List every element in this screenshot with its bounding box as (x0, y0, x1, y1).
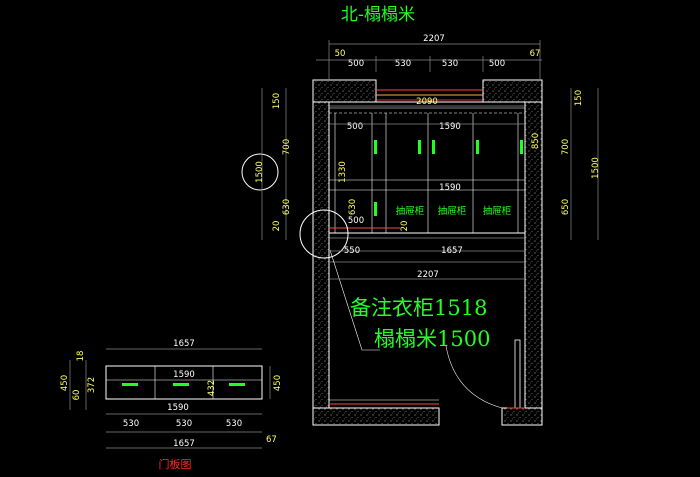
dim-left-overall: 1500 (255, 161, 265, 183)
dim-left-inner: 20 (400, 221, 410, 232)
dim-segment: 500 (489, 59, 505, 69)
drawer-label: 抽屉柜 (483, 205, 512, 217)
dim-inner-width: 2090 (416, 97, 438, 107)
door-panel-label: 门板图 (159, 457, 192, 471)
dp-dim-bottom-inner: 1590 (167, 403, 189, 413)
door-handle (476, 140, 479, 154)
dp-segment: 530 (176, 419, 192, 429)
dp-left-dim: 18 (76, 351, 86, 362)
window-top (376, 89, 483, 101)
dim-left-outer: 630 (282, 199, 292, 215)
drawer-handle (122, 383, 138, 386)
door-panel-diagram: 1657 1590 1590 530 530 530 1657 67 18 45… (60, 339, 283, 471)
door-handle (374, 140, 377, 154)
right-wall (524, 79, 543, 426)
dim-room-width: 2207 (417, 270, 439, 280)
dp-dim-top: 1657 (173, 339, 195, 349)
dp-left-dim: 372 (87, 377, 97, 393)
dim-left-wall: 50 (335, 49, 346, 59)
door-handle (374, 202, 377, 216)
drawer-label: 抽屉柜 (396, 205, 425, 217)
door-swing-arc (445, 345, 503, 409)
dp-right-height: 450 (273, 375, 283, 391)
dim-left-inner: 630 (348, 199, 358, 215)
door-handle (432, 140, 435, 154)
dim-small-left: 500 (348, 216, 364, 226)
dp-segment: 530 (226, 419, 242, 429)
dp-segment: 530 (123, 419, 139, 429)
bottom-wall-left (312, 407, 440, 426)
left-wall (312, 79, 330, 426)
drawer-labels: 抽屉柜 抽屉柜 抽屉柜 (396, 205, 512, 217)
dim-bottom-left: 550 (344, 246, 360, 256)
right-dimensions: 150 700 650 1500 850 (531, 88, 601, 240)
plan-title: 北-榻榻米 (341, 5, 415, 25)
door-leaf (514, 339, 521, 409)
dim-left-outer: 700 (282, 139, 292, 155)
dim-segment: 530 (395, 59, 411, 69)
door-handle (520, 140, 523, 154)
callout-circle (299, 209, 349, 259)
dim-right-outer: 650 (561, 199, 571, 215)
dp-left-dim: 450 (60, 375, 70, 391)
dim-drawer-row: 1590 (439, 183, 461, 193)
dim-segment: 530 (442, 59, 458, 69)
dp-mid-height: 432 (207, 380, 217, 396)
door-handle (418, 140, 421, 154)
drawer-label: 抽屉柜 (438, 205, 467, 217)
dim-upper-left: 500 (347, 122, 363, 132)
dim-bottom-right: 1657 (441, 246, 463, 256)
dp-dim-mid: 1590 (173, 370, 195, 380)
dim-left-outer: 150 (272, 93, 282, 109)
dim-segment: 500 (348, 59, 364, 69)
bottom-wall-right (501, 407, 543, 426)
dim-right-overall: 1500 (591, 157, 601, 179)
dim-left-outer: 20 (272, 221, 282, 232)
note-leader (329, 249, 380, 351)
note-line-2: 榻榻米1500 (374, 327, 490, 351)
note-line-1: 备注衣柜1518 (350, 296, 487, 320)
drawer-handle (173, 383, 189, 386)
dim-overall-width: 2207 (423, 34, 445, 44)
wardrobe (328, 101, 526, 239)
dim-right-outer: 700 (561, 139, 571, 155)
left-dimensions: 150 700 630 20 1500 1330 630 20 (255, 88, 410, 240)
callout-circle (241, 153, 279, 191)
top-wall-right (482, 79, 543, 103)
drawer-handle (229, 383, 245, 386)
dp-dim-bottom: 1657 (173, 439, 195, 449)
top-dimensions: 2207 50 67 500 530 530 500 2090 500 1590… (316, 34, 542, 280)
room-walls (312, 79, 543, 426)
dim-left-inner: 1330 (338, 161, 348, 183)
top-wall-left (312, 79, 377, 103)
dp-left-dim: 60 (72, 390, 82, 401)
dim-upper-right: 1590 (439, 122, 461, 132)
dp-dim-offset: 67 (266, 435, 277, 445)
dim-right-inner: 850 (531, 133, 541, 149)
dim-right-outer: 150 (574, 90, 584, 106)
tatami-area (329, 261, 525, 424)
dim-right-wall: 67 (530, 49, 541, 59)
